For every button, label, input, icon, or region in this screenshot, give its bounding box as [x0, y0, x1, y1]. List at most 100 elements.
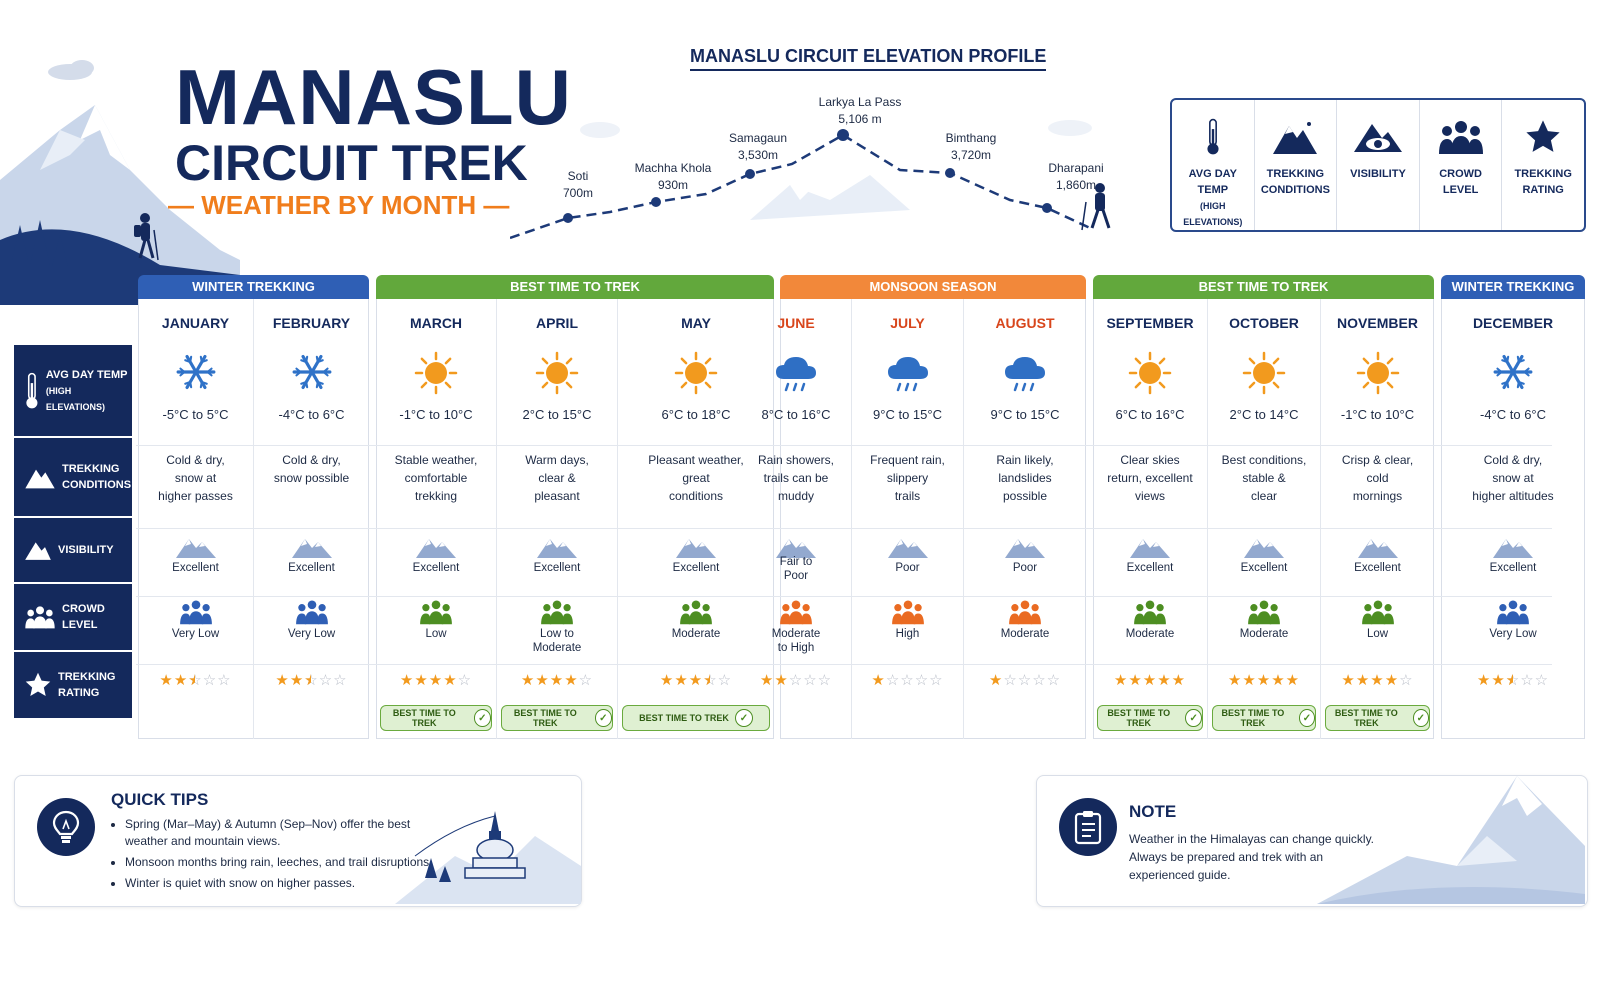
crowd-people-icon	[179, 600, 212, 625]
month-name: SEPTEMBER	[1106, 315, 1194, 331]
star-full: ★	[1341, 672, 1356, 689]
crowd-value: Low	[425, 628, 447, 640]
quick-tips-list: Spring (Mar–May) & Autumn (Sep–Nov) offe…	[111, 816, 455, 896]
trek-conditions: Cold & dry, snow at higher altitudes	[1472, 453, 1554, 503]
star-full: ★	[1242, 672, 1257, 689]
elev-name: Dharapani	[1048, 161, 1104, 175]
elev-label-larkya: Larkya La Pass 5,106 m	[805, 94, 915, 128]
star-rating: ★★★★★	[1208, 671, 1320, 689]
crowd-value: High	[895, 628, 920, 640]
crowd-icon-wrap	[678, 599, 714, 630]
legend-visibility: VISIBILITY	[1337, 100, 1420, 230]
row-label-rating: TREKKING RATING	[14, 652, 132, 720]
month-column-august: AUGUST 9°C to 15°C Rain likely, landslid…	[964, 299, 1086, 739]
row-divider	[136, 445, 1552, 446]
best-time-label: BEST TIME TO TREK	[392, 708, 456, 728]
visibility-icon-wrap	[675, 535, 717, 564]
star-full: ★	[549, 672, 565, 689]
elev-label-bimthang: Bimthang 3,720m	[916, 130, 1026, 164]
visibility-value: Excellent	[172, 562, 219, 574]
temp-range: -1°C to 10°C	[1340, 407, 1415, 422]
visibility-value: Fair to Poor	[779, 556, 813, 582]
month-name: DECEMBER	[1472, 315, 1554, 331]
best-time-badge: BEST TIME TO TREK✓	[380, 705, 492, 731]
crowd-value: Moderate	[1000, 628, 1050, 640]
weather-icon-wrap	[291, 351, 333, 398]
stupa-mountain-art	[395, 811, 581, 904]
star-empty: ☆	[202, 672, 218, 689]
legend-temp-label: AVG DAY TEMP(HIGH ELEVATIONS)	[1172, 166, 1254, 230]
sun-icon	[414, 351, 458, 395]
crowd-value: Very Low	[171, 628, 220, 640]
weather-icon-wrap	[535, 351, 579, 400]
crowd-value: Moderate	[1125, 628, 1175, 640]
star-full: ★	[871, 672, 886, 689]
crowd-people-icon	[25, 606, 55, 629]
star-full: ★	[759, 672, 775, 689]
row-label-visibility: VISIBILITY	[14, 518, 132, 584]
row-label-crowd-text: CROWD LEVEL	[62, 603, 105, 631]
season-header-spring: BEST TIME TO TREK	[376, 275, 774, 299]
crowd-icon-wrap	[418, 599, 454, 630]
trek-conditions: Pleasant weather, great conditions	[648, 453, 744, 503]
star-full: ★	[1271, 672, 1286, 689]
dash-right: —	[476, 190, 510, 220]
elevation-title: MANASLU CIRCUIT ELEVATION PROFILE	[690, 46, 1047, 71]
crowd-people-icon	[891, 600, 924, 625]
trek-conditions: Cold & dry, snow possible	[273, 453, 350, 485]
weather-icon-wrap	[1001, 351, 1049, 400]
visibility-value: Excellent	[412, 562, 460, 574]
star-full: ★	[428, 672, 444, 689]
rain-cloud-icon	[1005, 357, 1045, 392]
visibility-value: Poor	[1012, 562, 1038, 574]
visibility-icon-wrap	[1492, 535, 1534, 564]
star-empty: ☆	[457, 672, 473, 689]
elev-point-machha	[651, 197, 661, 207]
month-name: OCTOBER	[1229, 315, 1299, 331]
season-header-autumn: BEST TIME TO TREK	[1093, 275, 1434, 299]
crowd-icon-wrap	[178, 599, 214, 630]
tip-item: Spring (Mar–May) & Autumn (Sep–Nov) offe…	[125, 816, 455, 850]
temp-range: -4°C to 6°C	[1479, 407, 1547, 422]
crowd-people-icon	[541, 600, 573, 625]
subtitle-text: WEATHER BY MONTH	[201, 190, 477, 220]
best-time-label: BEST TIME TO TREK	[1221, 708, 1285, 728]
month-name: JULY	[890, 315, 925, 331]
elev-value: 1,860m	[1055, 178, 1097, 192]
star-full: ★	[1476, 672, 1492, 689]
visibility-value: Excellent	[1240, 562, 1288, 574]
star-full: ★	[159, 672, 174, 689]
elev-value: 700m	[562, 186, 594, 200]
star-empty: ☆	[803, 672, 818, 689]
visibility-mountain-icon	[291, 539, 332, 558]
best-time-badge: BEST TIME TO TREK✓	[501, 705, 613, 731]
star-icon	[25, 672, 51, 696]
visibility-icon-wrap	[1357, 535, 1399, 564]
elev-point-dharapani	[1042, 203, 1052, 213]
star-rating: ★☆☆☆☆	[964, 671, 1086, 689]
visibility-icon-wrap	[175, 535, 217, 564]
star-rating-icon	[1526, 120, 1560, 152]
star-half: ☆★	[1505, 672, 1521, 689]
elev-name: Samagaun	[728, 131, 788, 145]
mountain-conditions-icon	[1273, 122, 1318, 154]
star-half: ☆★	[188, 672, 203, 689]
crowd-people-icon	[1497, 600, 1529, 625]
star-full: ★	[1491, 672, 1506, 689]
month-name: AUGUST	[995, 315, 1055, 331]
month-column-july: JULY 9°C to 15°C Frequent rain, slippery…	[852, 299, 964, 739]
month-name: JANUARY	[161, 315, 230, 331]
elev-point-samagaun	[745, 169, 755, 179]
note-mountain-art	[1317, 776, 1585, 904]
month-name: APRIL	[536, 315, 578, 331]
star-empty: ☆	[1003, 672, 1018, 689]
elev-name: Larkya La Pass	[818, 95, 902, 109]
star-rating: ★★★★★	[1093, 671, 1207, 689]
crowd-people-icon	[1248, 600, 1280, 625]
elev-value: 3,530m	[737, 148, 779, 162]
weather-icon-wrap	[1242, 351, 1286, 400]
month-column-april: APRIL 2°C to 15°C Warm days, clear & ple…	[497, 299, 618, 739]
snowflake-icon	[1493, 354, 1533, 390]
note-box: NOTE Weather in the Himalayas can change…	[1036, 775, 1588, 907]
lightbulb-icon-circle	[37, 798, 95, 856]
